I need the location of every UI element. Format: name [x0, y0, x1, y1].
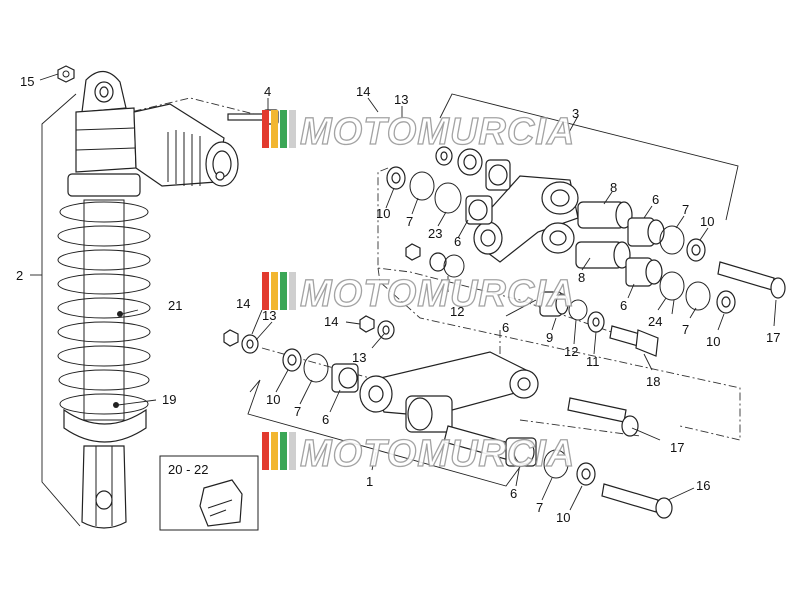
callout-17: 17: [670, 440, 684, 455]
kit-box: 20 - 22: [159, 455, 259, 531]
callout-24: 24: [648, 314, 662, 329]
callout-17: 17: [766, 330, 780, 345]
upper-rocker: [473, 175, 579, 263]
callout-14: 14: [356, 84, 370, 99]
callout-6: 6: [322, 412, 329, 427]
callout-3: 3: [572, 106, 579, 121]
callout-10: 10: [376, 206, 390, 221]
svg-text:MOTOMURCIA: MOTOMURCIA: [300, 111, 575, 153]
callout-7: 7: [536, 500, 543, 515]
bolt-4: [227, 109, 279, 125]
callout-12: 12: [564, 344, 578, 359]
callout-1: 1: [366, 474, 373, 489]
lower-link-rods: [359, 351, 539, 463]
callout-7: 7: [682, 202, 689, 217]
callout-6: 6: [502, 320, 509, 335]
callout-8: 8: [578, 270, 585, 285]
nut-15: [57, 65, 75, 83]
callout-2: 2: [16, 268, 23, 283]
lower-small-parts: [223, 315, 673, 519]
callout-13: 13: [352, 350, 366, 365]
callout-labels: 15 2 4 14 13 3 10 7 23 6 8 6 7 10 8 12 6…: [16, 74, 780, 525]
leader-lines: [39, 73, 777, 511]
callout-6: 6: [620, 298, 627, 313]
callout-9: 9: [546, 330, 553, 345]
callout-11: 11: [586, 354, 600, 369]
callout-7: 7: [682, 322, 689, 337]
callout-6: 6: [454, 234, 461, 249]
watermark-middle: MOTOMURCIA: [262, 272, 575, 316]
bracket-1: [247, 379, 529, 487]
callout-4: 4: [264, 84, 271, 99]
callout-10: 10: [706, 334, 720, 349]
callout-15: 15: [20, 74, 34, 89]
kit-box-label: 20 - 22: [168, 462, 208, 477]
bracket-3: [439, 93, 739, 221]
callout-10: 10: [266, 392, 280, 407]
callout-16: 16: [696, 478, 710, 493]
callout-18: 18: [646, 374, 660, 389]
callout-7: 7: [406, 214, 413, 229]
callout-21: 21: [168, 298, 182, 313]
callout-14: 14: [236, 296, 250, 311]
shock-absorber: [57, 70, 239, 529]
axis-line: [519, 419, 641, 437]
callout-13: 13: [394, 92, 408, 107]
callout-6: 6: [510, 486, 517, 501]
callout-13: 13: [262, 308, 276, 323]
callout-10: 10: [700, 214, 714, 229]
axis-line: [377, 267, 741, 441]
watermark-top: MOTOMURCIA: [262, 110, 575, 154]
callout-19: 19: [162, 392, 176, 407]
svg-text:MOTOMURCIA: MOTOMURCIA: [300, 433, 575, 475]
callout-23: 23: [428, 226, 442, 241]
callout-10: 10: [556, 510, 570, 525]
watermark-bottom: MOTOMURCIA: [262, 432, 575, 476]
bracket-2: [41, 93, 81, 527]
axis-line: [117, 97, 271, 119]
callout-6: 6: [652, 192, 659, 207]
upper-small-parts: [386, 146, 786, 357]
callout-7: 7: [294, 404, 301, 419]
callout-12: 12: [450, 304, 464, 319]
callout-8: 8: [610, 180, 617, 195]
callout-14: 14: [324, 314, 338, 329]
svg-text:MOTOMURCIA: MOTOMURCIA: [300, 273, 575, 315]
